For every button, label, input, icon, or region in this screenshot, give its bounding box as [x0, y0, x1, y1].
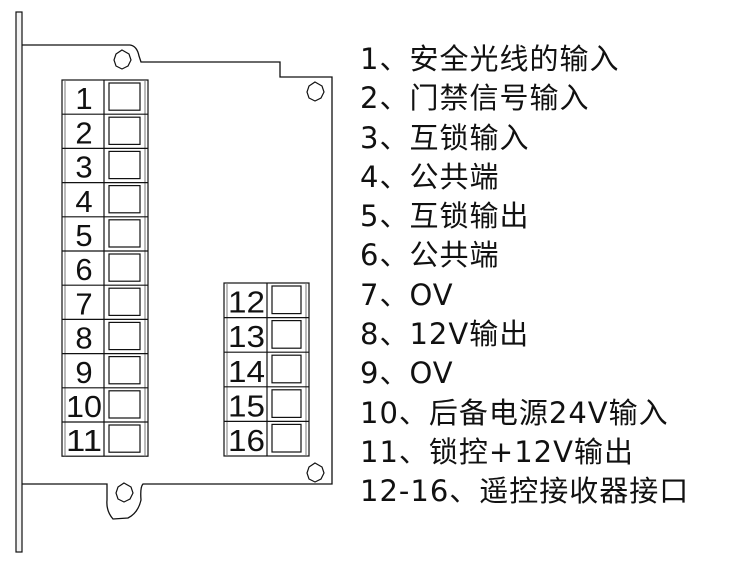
terminal-screw-slot	[108, 321, 141, 351]
terminal-number: 15	[228, 388, 265, 423]
legend-item: 5、互锁输出	[360, 199, 530, 234]
legend-item: 11、锁控+12V输出	[360, 434, 634, 469]
terminal-screw-slot	[271, 320, 302, 349]
terminal-number: 5	[75, 218, 92, 253]
terminal-screw-slot	[271, 423, 302, 453]
terminal-screw-slot	[108, 356, 141, 385]
legend-item: 6、公共端	[360, 238, 500, 273]
terminal-screw-slot	[108, 390, 141, 419]
terminal-number: 14	[228, 354, 265, 389]
mounting-rail	[15, 11, 23, 553]
pin-legend: 1、安全光线的输入 2、门禁信号输入 3、互锁输入 4、公共端 5、互锁输出 6、公共端 7…	[360, 40, 689, 512]
terminal-number: 11	[66, 423, 102, 458]
legend-item: 12-16、遥控接收器接口	[360, 474, 690, 509]
mounting-hole-bottom-right	[306, 462, 325, 483]
terminal-number: 9	[75, 355, 92, 390]
legend-item: 10、后备电源24V输入	[360, 395, 669, 430]
legend-item: 1、安全光线的输入	[360, 42, 620, 76]
legend-item: 4、公共端	[360, 159, 500, 194]
terminal-number: 2	[75, 115, 92, 150]
terminal-screw-slot	[108, 287, 141, 317]
terminal-number: 4	[75, 184, 92, 219]
terminal-number: 16	[228, 423, 265, 458]
terminal-number: 8	[75, 321, 92, 356]
mounting-hole-top-right	[306, 81, 325, 102]
legend-item: 3、互锁输入	[360, 120, 530, 155]
terminal-number: 6	[75, 252, 92, 287]
mounting-hole-bottom	[115, 482, 134, 503]
terminal-number: 7	[75, 286, 92, 321]
mounting-hole-top	[113, 49, 132, 70]
terminal-number: 12	[228, 285, 265, 320]
terminal-screw-slot	[108, 424, 141, 453]
terminal-screw-slot	[108, 82, 141, 111]
terminal-screw-slot	[271, 389, 302, 418]
terminal-screw-slot	[108, 185, 141, 214]
terminal-screw-slot	[271, 285, 302, 315]
terminal-screw-slot	[108, 116, 141, 145]
terminal-screw-slot	[271, 354, 302, 384]
terminal-number: 10	[66, 389, 102, 424]
terminal-number: 1	[75, 81, 92, 116]
terminal-screw-slot	[108, 219, 141, 248]
legend-item: 2、门禁信号输入	[360, 81, 590, 116]
legend-item: 7、OV	[360, 277, 454, 312]
legend-item: 9、OV	[360, 356, 454, 391]
legend-item: 8、12V输出	[360, 317, 530, 352]
terminal-number: 13	[228, 319, 265, 354]
board-outline	[22, 44, 333, 520]
terminal-number: 3	[75, 150, 92, 185]
terminal-screw-slot	[108, 253, 141, 282]
terminal-screw-slot	[108, 150, 141, 180]
